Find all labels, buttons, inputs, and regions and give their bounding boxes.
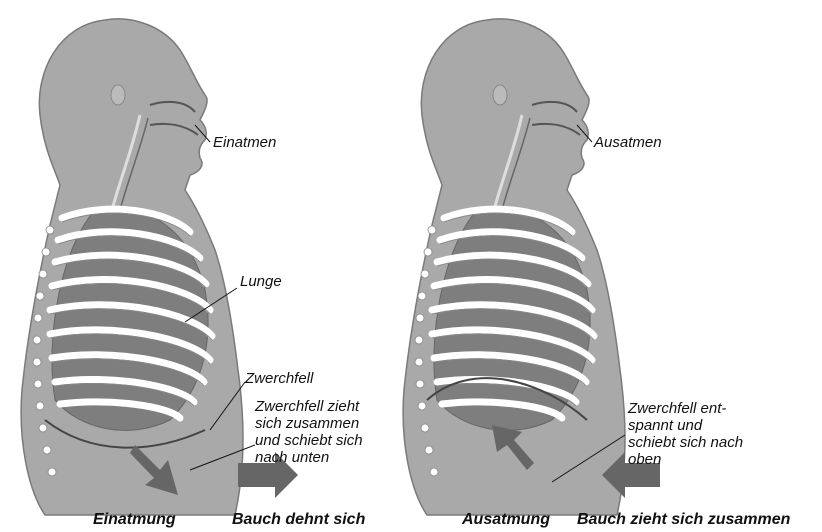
inhalation-caption: Einatmung bbox=[93, 511, 176, 529]
belly-contracts-caption: Bauch zieht sich zusammen bbox=[577, 511, 790, 529]
diaphragm-relax-label: Zwerchfell ent- spannt und schiebt sich … bbox=[628, 400, 743, 468]
belly-expands-caption: Bauch dehnt sich bbox=[232, 511, 365, 529]
diaphragm-label: Zwerchfell bbox=[245, 370, 313, 387]
diaphragm-contract-label: Zwerchfell zieht sich zusammen und schie… bbox=[255, 398, 363, 466]
exhale-label: Ausatmen bbox=[594, 134, 662, 151]
exhalation-figure bbox=[403, 19, 660, 515]
exhalation-caption: Ausatmung bbox=[462, 511, 550, 529]
inhale-label: Einatmen bbox=[213, 134, 276, 151]
lung-label: Lunge bbox=[240, 273, 282, 290]
